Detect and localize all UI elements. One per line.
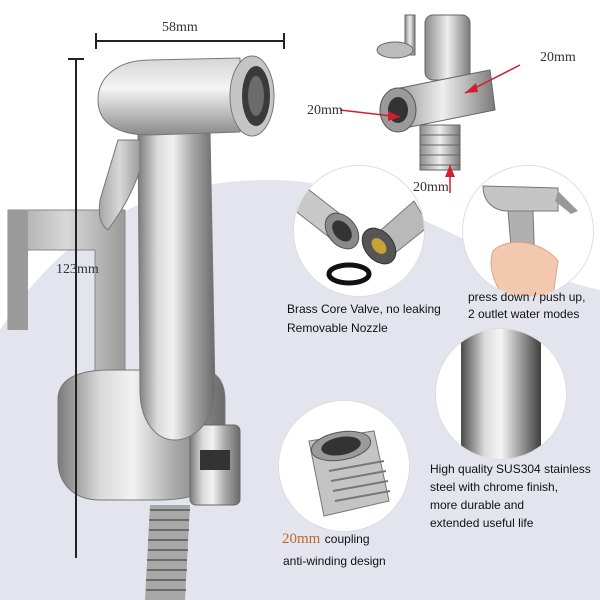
steel-caption-line1: High quality SUS304 stainless bbox=[430, 462, 591, 476]
width-dimension-line bbox=[95, 33, 285, 49]
valve-top-dimension: 20mm bbox=[540, 50, 576, 65]
width-dimension-label: 58mm bbox=[162, 20, 198, 35]
valve-caption-line2: Removable Nozzle bbox=[287, 321, 388, 335]
handheld-bidet-sprayer-icon bbox=[97, 55, 275, 441]
valve-bottom-dimension: 20mm bbox=[413, 180, 449, 195]
height-dimension-line bbox=[68, 58, 84, 558]
coupling-detail bbox=[278, 400, 410, 532]
steel-caption-line2: steel with chrome finish, bbox=[430, 480, 559, 494]
valve-left-dimension: 20mm bbox=[307, 103, 343, 118]
chrome-finish-detail bbox=[435, 328, 567, 460]
coupling-word: coupling bbox=[324, 532, 370, 546]
coupling-caption-line2: anti-winding design bbox=[283, 554, 386, 568]
steel-caption-line3: more durable and bbox=[430, 498, 525, 512]
mode-caption-line2: 2 outlet water modes bbox=[468, 307, 580, 321]
height-dimension-label: 123mm bbox=[56, 262, 99, 277]
coupling-caption-line1: 20mm coupling bbox=[282, 530, 370, 549]
t-valve-adapter-icon bbox=[376, 14, 496, 171]
mode-caption-line1: press down / push up, bbox=[468, 290, 586, 304]
brass-valve-detail bbox=[293, 165, 425, 297]
valve-dimension-arrows bbox=[340, 64, 521, 193]
press-mode-detail bbox=[462, 165, 594, 297]
coupling-dimension: 20mm bbox=[282, 531, 321, 547]
sprayer-illustration bbox=[7, 55, 275, 600]
steel-hose-icon bbox=[145, 505, 190, 600]
valve-caption-line1: Brass Core Valve, no leaking bbox=[287, 302, 441, 316]
steel-caption-line4: extended useful life bbox=[430, 516, 534, 530]
